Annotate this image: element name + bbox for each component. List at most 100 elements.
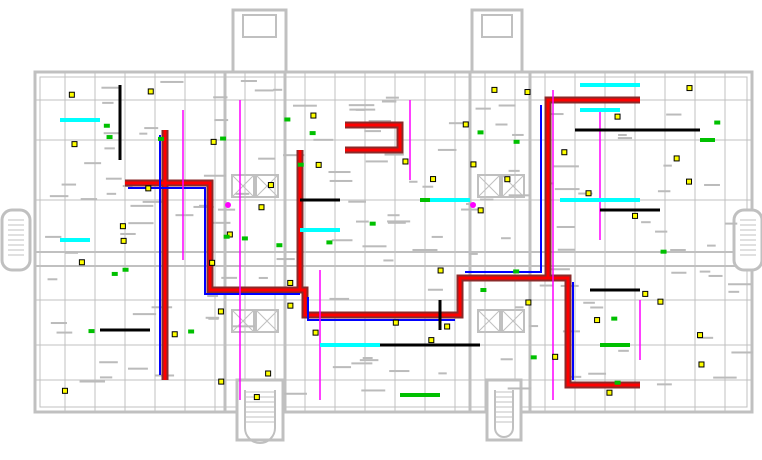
diffuser-marker [61,387,68,394]
supply-duct [345,123,402,152]
annotation-text-mark [79,380,106,383]
diffuser-marker [594,317,601,324]
annotation-text-mark [707,244,716,247]
annotation-text-mark [383,259,394,262]
annotation-text-mark [64,251,79,254]
annotation-text-mark [671,271,687,274]
bottom-stair-tower [485,378,523,442]
annotation-text-mark [221,276,238,279]
annotation-text-mark [240,80,257,83]
annotation-text-mark [364,130,381,133]
tower-stair [481,14,513,38]
annotation-text-mark [427,288,443,291]
annotation-text-mark [49,195,69,198]
valve-marker [297,162,304,167]
diffuser-marker [217,308,224,315]
annotation-text-mark [656,383,672,386]
valve-marker [223,234,230,239]
valve-marker [122,267,129,272]
valve-marker [611,316,618,321]
annotation-text-mark [389,370,410,373]
annotation-text-mark [475,107,491,110]
annotation-text-mark [213,221,231,224]
annotation-text-mark [47,278,58,281]
annotation-text-mark [508,169,520,172]
valve-marker [714,120,721,125]
annotation-text-mark [214,119,229,122]
diffuser-marker [310,112,317,119]
stair-curve [494,390,514,438]
elevator-shaft [231,174,255,198]
annotation-text-mark [437,148,457,151]
annotation-text-mark [102,101,114,104]
diffuser-marker [686,178,693,185]
diffuser-marker [477,207,484,214]
annotation-text-mark [254,89,274,92]
annotation-text-mark [381,100,397,103]
annotation-text-mark [508,194,530,197]
valve-marker [309,131,316,136]
diffuser-marker [68,91,75,98]
annotation-text-mark [80,198,98,201]
diffuser-marker [210,138,217,145]
elevator-shaft [255,174,279,198]
diffuser-marker [402,158,409,165]
diffuser-marker [253,394,260,401]
equipment-layer [61,85,721,401]
annotation-text-mark [56,331,73,334]
valve-marker [88,329,95,334]
diffuser-marker [430,176,437,183]
annotation-text-mark [362,357,373,360]
elevator-x [501,309,525,333]
diffuser-marker [120,237,127,244]
annotation-text-mark [725,222,738,225]
diffuser-marker [585,190,592,197]
diffuser-marker [524,89,531,96]
valve-marker [188,329,195,334]
annotation-text-mark [203,174,227,177]
annotation-text-mark [329,297,350,300]
annotation-text-mark [235,192,250,195]
annotation-text-mark [731,351,753,354]
annotation-text-mark [144,127,159,130]
annotation-text-mark [590,306,604,309]
annotation-text-mark [728,290,740,293]
elevator-x [255,309,279,333]
annotation-text-mark [708,274,723,277]
diffuser-marker [171,331,178,338]
diffuser-marker [258,204,265,211]
duct-layer [60,83,715,400]
valve-marker [220,136,227,141]
annotation-text-mark [554,188,580,191]
annotation-text-mark [588,372,607,375]
valve-marker [106,135,113,140]
bottom-stair-tower [235,378,285,442]
annotation-text-mark [61,183,77,186]
annotation-text-mark [349,108,376,111]
annotation-text-mark [361,389,386,392]
annotation-text-mark [331,239,353,242]
valve-marker [660,249,667,254]
stair-curve [244,390,276,444]
annotation-text-mark [332,366,352,369]
diffuser-marker [657,298,664,305]
elevator-shaft [477,174,501,198]
annotation-text-mark [130,204,154,207]
annotation-text-mark [448,122,470,125]
tower-stair [242,14,277,38]
annotation-text-mark [368,120,391,123]
annotation-text-mark [207,295,219,298]
valve-marker [614,380,621,385]
diffuser-marker [287,302,294,309]
annotation-text-mark [139,132,148,135]
annotation-text-mark [507,387,532,390]
annotation-text-mark [128,222,154,225]
annotation-text-mark [422,185,434,188]
annotation-text-mark [697,336,714,339]
architectural-layer [0,8,762,444]
annotation-text-mark [663,164,672,167]
annotation-text-mark [348,104,375,107]
diffuser-marker [437,267,444,274]
annotation-text-mark [175,214,194,217]
